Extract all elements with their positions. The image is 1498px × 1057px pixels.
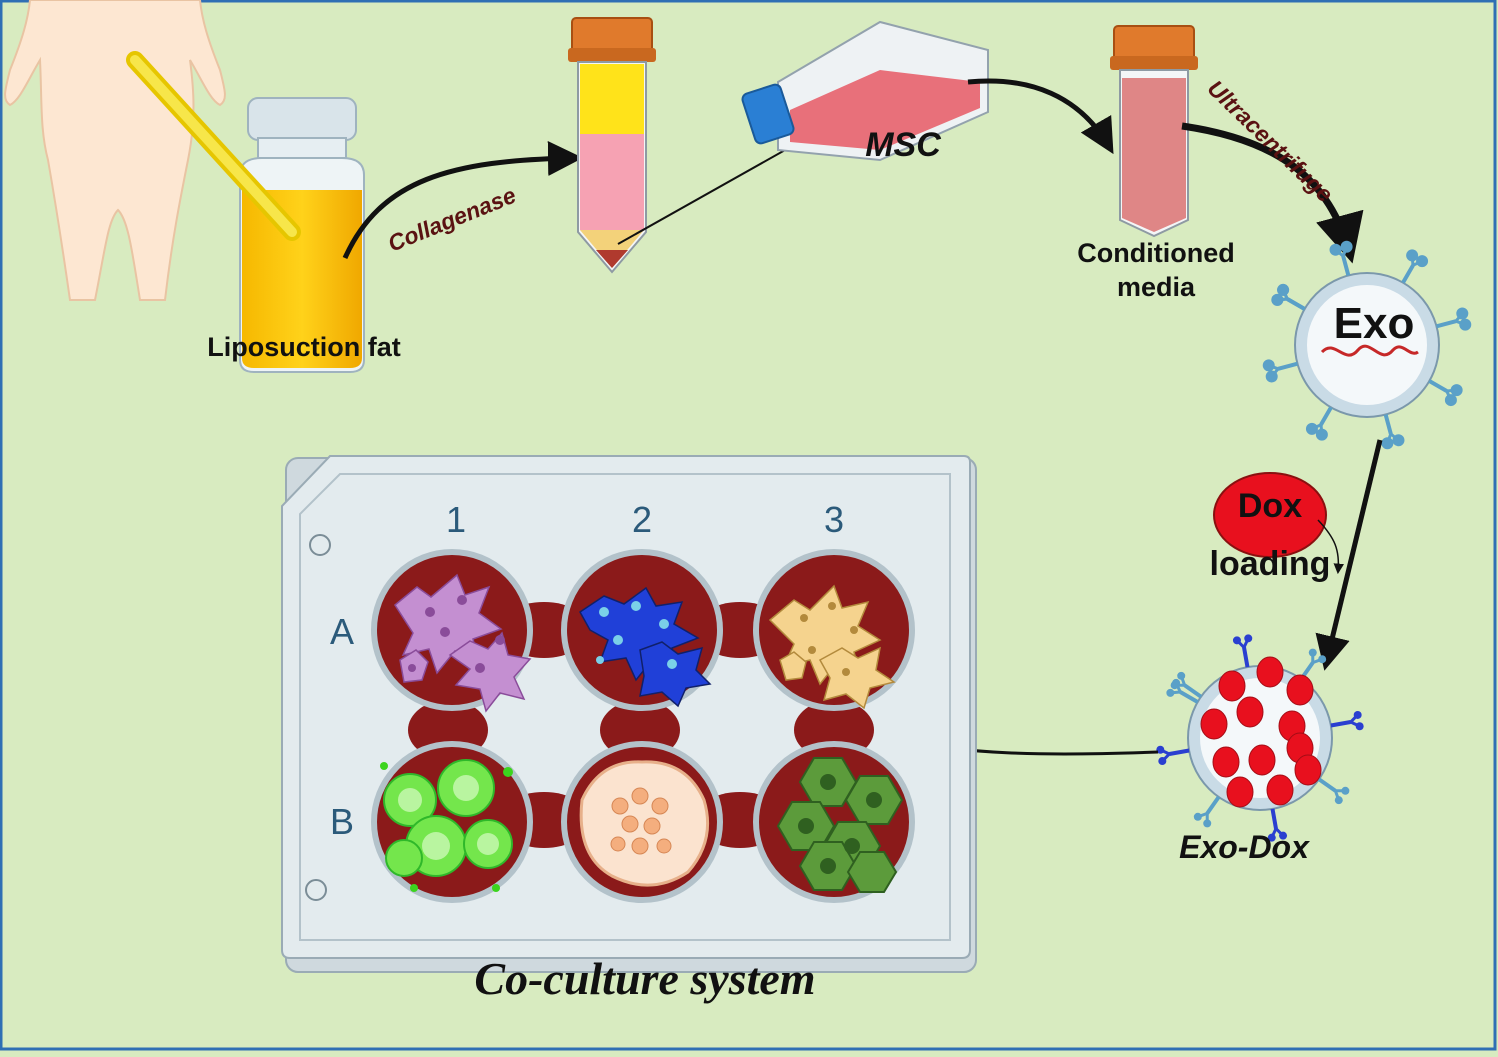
receptor <box>1341 255 1351 276</box>
dox-particle <box>1248 744 1276 776</box>
receptor-tip <box>1353 710 1362 719</box>
plate-row-a: A <box>330 611 354 652</box>
msc-label: MSC <box>865 126 941 164</box>
receptor-tip <box>1305 422 1318 435</box>
receptor-tip <box>1232 636 1241 645</box>
receptor-tip <box>1193 812 1202 821</box>
receptor-tip <box>1459 318 1472 331</box>
exo-dox-icon <box>1156 634 1364 842</box>
receptor-tip <box>1262 359 1275 372</box>
dox-particle <box>1286 674 1314 706</box>
receptor <box>1317 777 1337 793</box>
human-body-icon <box>4 0 226 301</box>
plate-column-3: 3 <box>824 499 844 540</box>
receptor-tip <box>1381 437 1394 450</box>
receptor-tip <box>1277 283 1290 296</box>
receptor-tip <box>1406 249 1419 262</box>
receptor-tip <box>1341 786 1350 795</box>
receptor <box>1242 647 1250 668</box>
receptor-tip <box>1355 722 1364 731</box>
receptor-tip <box>1177 671 1186 680</box>
plate-row-b: B <box>330 801 354 842</box>
exosome-icon <box>1262 240 1472 450</box>
receptor-tip <box>1315 428 1328 441</box>
receptor <box>1428 379 1448 393</box>
receptor <box>1169 748 1190 756</box>
plate-column-2: 2 <box>632 499 652 540</box>
dox-particle <box>1266 774 1294 806</box>
loading-label: loading <box>1210 545 1331 583</box>
receptor <box>1179 690 1199 704</box>
arrow-to-exo-dox <box>1315 439 1383 671</box>
receptor-tip <box>1203 819 1212 828</box>
receptor <box>1277 361 1298 371</box>
receptor-tip <box>1450 384 1463 397</box>
receptor-tip <box>1166 688 1175 697</box>
exo-label: Exo <box>1334 299 1415 348</box>
receptor-tip <box>1158 757 1167 766</box>
receptor-tip <box>1156 745 1165 754</box>
receptor-tip <box>1265 370 1278 383</box>
cannula-icon <box>126 51 301 241</box>
receptor-tip <box>1170 681 1179 690</box>
dox-particle <box>1200 708 1228 740</box>
coculture-label: Co-culture system <box>474 953 815 1004</box>
receptor <box>1286 297 1306 311</box>
plate-column-1: 1 <box>446 499 466 540</box>
dox-particle <box>1226 776 1254 808</box>
receptor-tip <box>1340 240 1353 253</box>
receptor-tip <box>1308 648 1317 657</box>
receptor-tip <box>1392 434 1405 447</box>
dox-particle <box>1212 746 1240 778</box>
receptor-tip <box>1271 293 1284 306</box>
centrifuge-tube-2-icon <box>1110 25 1198 238</box>
vial-icon <box>239 97 365 373</box>
receptor-tip <box>1444 394 1457 407</box>
liposuction-label: Liposuction fat <box>207 332 400 362</box>
culture-flask-icon <box>741 20 989 162</box>
dox-label: Dox <box>1238 487 1302 525</box>
arrow-to-conditioned <box>967 78 1114 155</box>
arrow-ultracentrifuge <box>1181 122 1364 264</box>
arrow-collagenase <box>342 140 583 260</box>
receptor-tip <box>1416 255 1429 268</box>
dox-particle <box>1294 754 1322 786</box>
receptor-tip <box>1279 831 1288 840</box>
receptor <box>1436 319 1457 329</box>
conditioned-label-line2: media <box>1117 272 1196 302</box>
dox-particle <box>1256 656 1284 688</box>
receptor-tip <box>1267 833 1276 842</box>
receptor-tip <box>1318 655 1327 664</box>
receptor-tip <box>1456 307 1469 320</box>
dox-droplet-icon <box>1213 472 1327 558</box>
receptor <box>1319 406 1333 426</box>
receptor <box>1401 264 1415 284</box>
conditioned-label-line1: Conditioned <box>1077 238 1234 268</box>
receptor <box>1205 795 1221 815</box>
exo-dox-label: Exo-Dox <box>1179 829 1310 865</box>
receptor <box>1383 414 1393 435</box>
receptor <box>1330 720 1351 728</box>
receptor-tip <box>1334 796 1343 805</box>
receptor-tip <box>1244 634 1253 643</box>
receptor <box>1270 808 1278 829</box>
dox-particle <box>1218 670 1246 702</box>
well-plate-icon <box>281 455 977 973</box>
centrifuge-tube-icon <box>568 17 656 274</box>
arrow-dox-loading <box>1317 519 1344 575</box>
dox-particle <box>1236 696 1264 728</box>
receptor <box>1183 683 1203 699</box>
receptor-tip <box>1329 243 1342 256</box>
